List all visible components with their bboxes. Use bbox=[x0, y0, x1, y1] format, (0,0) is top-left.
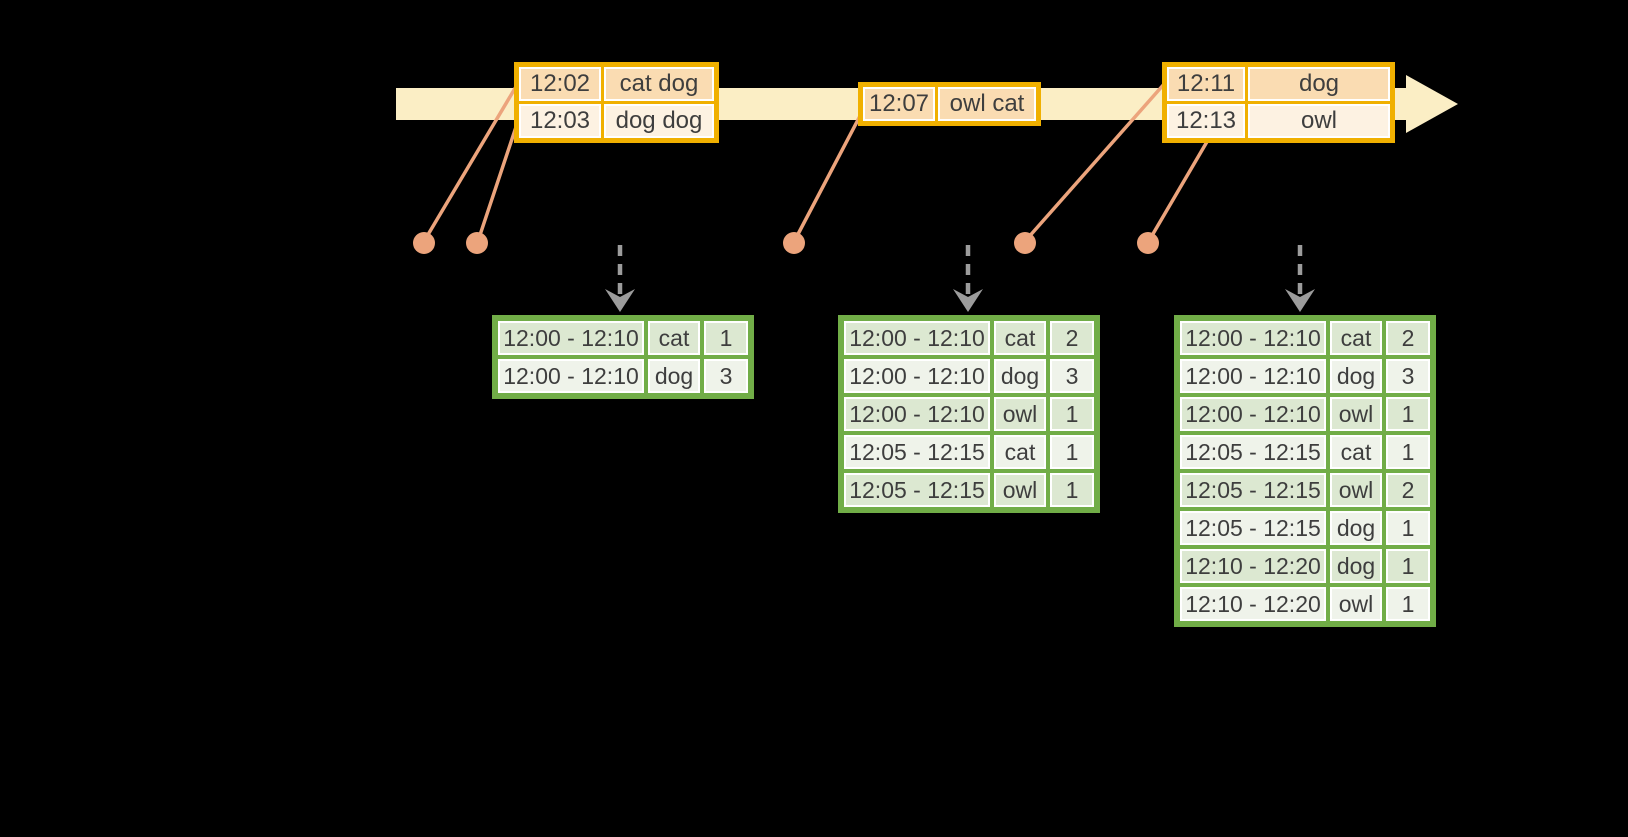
trigger-arrow-icon bbox=[1285, 245, 1315, 312]
trigger-arrow-icon bbox=[605, 245, 635, 312]
count-cell: 1 bbox=[1386, 511, 1430, 545]
count-cell: 1 bbox=[1386, 397, 1430, 431]
word-cell: owl bbox=[1330, 587, 1382, 621]
word-cell: dog bbox=[1330, 511, 1382, 545]
event-time-cell: 12:07 bbox=[863, 87, 935, 121]
event-marker-icon bbox=[1137, 232, 1159, 254]
word-cell: cat bbox=[994, 321, 1046, 355]
event-time-cell: 12:11 bbox=[1167, 67, 1245, 101]
count-cell: 1 bbox=[1050, 397, 1094, 431]
event-marker-icon bbox=[466, 232, 488, 254]
window-cell: 12:00 - 12:10 bbox=[1180, 359, 1326, 393]
event-connector-line bbox=[424, 84, 519, 239]
count-cell: 1 bbox=[1050, 435, 1094, 469]
event-connector-line bbox=[1025, 81, 1167, 241]
window-cell: 12:00 - 12:10 bbox=[1180, 321, 1326, 355]
event-words-cell: cat dog bbox=[604, 67, 714, 101]
window-cell: 12:00 - 12:10 bbox=[1180, 397, 1326, 431]
word-cell: cat bbox=[1330, 321, 1382, 355]
window-cell: 12:00 - 12:10 bbox=[844, 359, 990, 393]
event-marker-icon bbox=[413, 232, 435, 254]
word-cell: cat bbox=[648, 321, 700, 355]
count-cell: 2 bbox=[1386, 321, 1430, 355]
window-cell: 12:10 - 12:20 bbox=[1180, 549, 1326, 583]
count-cell: 1 bbox=[704, 321, 748, 355]
window-cell: 12:05 - 12:15 bbox=[1180, 511, 1326, 545]
window-cell: 12:05 - 12:15 bbox=[844, 473, 990, 507]
word-cell: owl bbox=[1330, 473, 1382, 507]
word-cell: dog bbox=[994, 359, 1046, 393]
event-connector-line bbox=[477, 123, 519, 239]
window-cell: 12:05 - 12:15 bbox=[1180, 473, 1326, 507]
window-cell: 12:05 - 12:15 bbox=[844, 435, 990, 469]
event-marker-icon bbox=[783, 232, 805, 254]
event-words-cell: dog bbox=[1248, 67, 1390, 101]
count-cell: 3 bbox=[1386, 359, 1430, 393]
event-connector-line bbox=[1148, 139, 1210, 240]
count-cell: 1 bbox=[1386, 435, 1430, 469]
count-cell: 1 bbox=[1050, 473, 1094, 507]
window-cell: 12:00 - 12:10 bbox=[498, 321, 644, 355]
event-marker-icon bbox=[1014, 232, 1036, 254]
count-cell: 1 bbox=[1386, 549, 1430, 583]
event-connector-line bbox=[794, 115, 862, 239]
window-cell: 12:00 - 12:10 bbox=[844, 321, 990, 355]
word-cell: dog bbox=[648, 359, 700, 393]
window-cell: 12:05 - 12:15 bbox=[1180, 435, 1326, 469]
word-cell: dog bbox=[1330, 359, 1382, 393]
window-cell: 12:00 - 12:10 bbox=[498, 359, 644, 393]
count-cell: 1 bbox=[1386, 587, 1430, 621]
word-cell: dog bbox=[1330, 549, 1382, 583]
word-cell: cat bbox=[1330, 435, 1382, 469]
count-cell: 2 bbox=[1050, 321, 1094, 355]
word-cell: owl bbox=[1330, 397, 1382, 431]
event-time-cell: 12:02 bbox=[519, 67, 601, 101]
count-cell: 3 bbox=[704, 359, 748, 393]
word-cell: owl bbox=[994, 473, 1046, 507]
count-cell: 2 bbox=[1386, 473, 1430, 507]
event-words-cell: owl cat bbox=[938, 87, 1036, 121]
word-cell: cat bbox=[994, 435, 1046, 469]
event-words-cell: owl bbox=[1248, 104, 1390, 138]
trigger-arrow-icon bbox=[953, 245, 983, 312]
window-cell: 12:00 - 12:10 bbox=[844, 397, 990, 431]
event-words-cell: dog dog bbox=[604, 104, 714, 138]
count-cell: 3 bbox=[1050, 359, 1094, 393]
event-time-cell: 12:13 bbox=[1167, 104, 1245, 138]
word-cell: owl bbox=[994, 397, 1046, 431]
event-time-cell: 12:03 bbox=[519, 104, 601, 138]
window-cell: 12:10 - 12:20 bbox=[1180, 587, 1326, 621]
timeline-arrow-head-icon bbox=[1406, 75, 1458, 133]
